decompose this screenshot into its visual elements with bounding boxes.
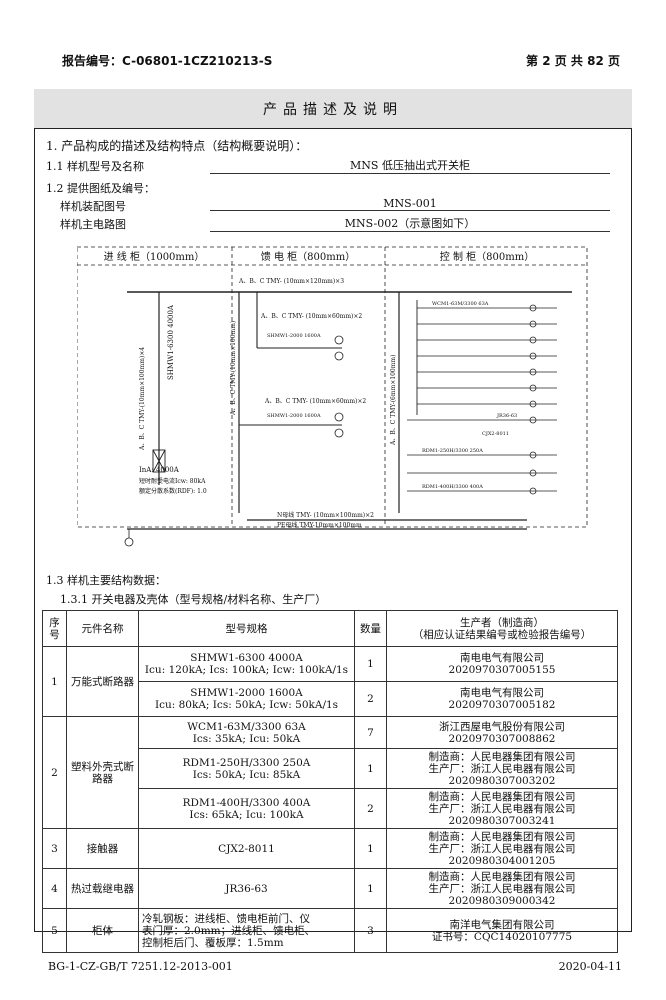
note-icw: 短时耐受电流Icw: 80kA (139, 477, 206, 485)
n-bus-label: N母线 TMY- (10mm×100mm)×2 (277, 511, 374, 519)
table-cell: 3 (354, 908, 387, 953)
ground-icon (124, 537, 134, 547)
feeder-bus-1-label: A、B、C TMY- (10mm×60mm)×2 (260, 313, 362, 320)
table-cell: 1 (354, 828, 387, 869)
rdm250-label: RDM1-250H/3300 250A (422, 448, 483, 454)
main-circuit-diagram: 进 线 柜（1000mm） 馈 电 柜（800mm） 控 制 柜（800mm） … (77, 246, 588, 547)
table-cell: 2 (354, 788, 387, 829)
assembly-drawing-label: 样机装配图号 (60, 200, 126, 213)
table-cell: 冷轧钢板：进线柜、馈电柜前门、仪表门厚：2.0mm；进线柜、馈电柜、控制柜后门、… (138, 908, 355, 953)
rdm400-label: RDM1-400H/3300 400A (422, 484, 483, 490)
sample-model-value: MNS 低压抽出式开关柜 (210, 157, 610, 174)
cjx-label: CJX2-8011 (482, 431, 509, 437)
assembly-drawing-value: MNS-001 (210, 197, 610, 211)
col-qty: 数量 (354, 610, 387, 647)
section-1-3-1-heading: 1.3.1 开关电器及壳体（型号规格/材料名称、生产厂） (60, 593, 327, 606)
report-number: 报告编号：C-06801-1CZ210213-S (62, 54, 273, 68)
table-header-row: 序号 元件名称 型号规格 数量 生产者（制造商）（相应认证结果编号或检验报告编号… (42, 610, 618, 647)
table-cell: 1 (42, 646, 67, 717)
table-cell: 柜体 (66, 908, 139, 953)
footer-doc-code: BG-1-CZ-GB/T 7251.12-2013-001 (48, 960, 233, 973)
circuit-drawing-label: 样机主电路图 (60, 218, 126, 231)
incoming-cabinet-label: 进 线 柜（1000mm） (104, 250, 205, 263)
feeder-bus-2-label: A、B、C TMY- (10mm×60mm)×2 (264, 398, 366, 405)
incoming-vbus-label: A、B、C TMY-(10mm×100mm)×4 (139, 347, 146, 451)
table-row: 4 热过载继电器 JR36-63 1 制造商：人民电器集团有限公司生产厂：浙江人… (42, 868, 618, 909)
table-cell: 1 (354, 748, 387, 789)
section-1-heading: 1. 产品构成的描述及结构特点（结构概要说明）： (46, 139, 308, 153)
table-row: 5 柜体 冷轧钢板：进线柜、馈电柜前门、仪表门厚：2.0mm；进线柜、馈电柜、控… (42, 908, 618, 953)
incoming-rating: InA: 4000A (139, 466, 180, 474)
table-cell: 3 (42, 828, 67, 869)
control-cabinet-label: 控 制 柜（800mm） (440, 250, 534, 263)
page-number: 第 2 页 共 82 页 (526, 54, 620, 68)
table-cell: 1 (354, 868, 387, 909)
table-cell: 南洋电气集团有限公司证书号：CQC14020107775 (386, 908, 618, 953)
table-row: 3 接触器 CJX2-8011 1 制造商：人民电器集团有限公司生产厂：浙江人民… (42, 828, 618, 869)
pe-bus-label: PE母线 TMY-10mm×100mm (277, 521, 362, 529)
circuit-drawing-value: MNS-002（示意图如下） (210, 215, 610, 232)
table-cell: 万能式断路器 (66, 646, 139, 717)
table-cell: JR36-63 (138, 868, 355, 909)
section-1-3-heading: 1.3 样机主要结构数据： (46, 574, 166, 587)
main-bus-label: A、B、C TMY- (10mm×120mm)×3 (238, 278, 344, 285)
feeder-breaker-1-label: SHMW1-2000 1600A (267, 333, 321, 339)
feeder-vbus-label: A、B、C TMY-(10mm×100mm) (230, 321, 237, 416)
incoming-breaker-label: SHMW1-6300 4000A (167, 304, 175, 380)
note-rdf: 额定分散系数(RDF): 1.0 (139, 487, 207, 495)
feeder-cabinet-label: 馈 电 柜（800mm） (261, 250, 355, 263)
wcm-breaker-label: WCM1-63M/3300 63A (432, 301, 489, 307)
table-cell: 2 (42, 716, 67, 829)
footer-date: 2020-04-11 (558, 960, 622, 973)
col-maker: 生产者（制造商）（相应认证结果编号或检验报告编号） (386, 610, 618, 647)
feeder-breaker-2-label: SHMW1-2000 1600A (267, 413, 321, 419)
table-cell: 2 (354, 681, 387, 717)
control-vbus-label: A、B、C TMY-(6mm×100mm) (390, 355, 397, 446)
sample-model-label: 1.1 样机型号及名称 (46, 160, 144, 173)
drawings-heading: 1.2 提供图纸及编号： (46, 182, 155, 195)
components-table: 序号 元件名称 型号规格 数量 生产者（制造商）（相应认证结果编号或检验报告编号… (42, 610, 618, 953)
table-cell: 1 (354, 646, 387, 682)
table-cell: 接触器 (66, 828, 139, 869)
table-cell: 4 (42, 868, 67, 909)
table-cell: 热过载继电器 (66, 868, 139, 909)
col-spec: 型号规格 (138, 610, 355, 647)
table-cell: 5 (42, 908, 67, 953)
col-name: 元件名称 (66, 610, 139, 647)
jr-label: JR36-63 (496, 413, 517, 419)
table-cell: CJX2-8011 (138, 828, 355, 869)
col-no: 序号 (42, 610, 67, 647)
section-title: 产品描述及说明 (34, 89, 632, 129)
table-cell: 塑料外壳式断路器 (66, 716, 139, 829)
table-cell: 7 (354, 716, 387, 749)
